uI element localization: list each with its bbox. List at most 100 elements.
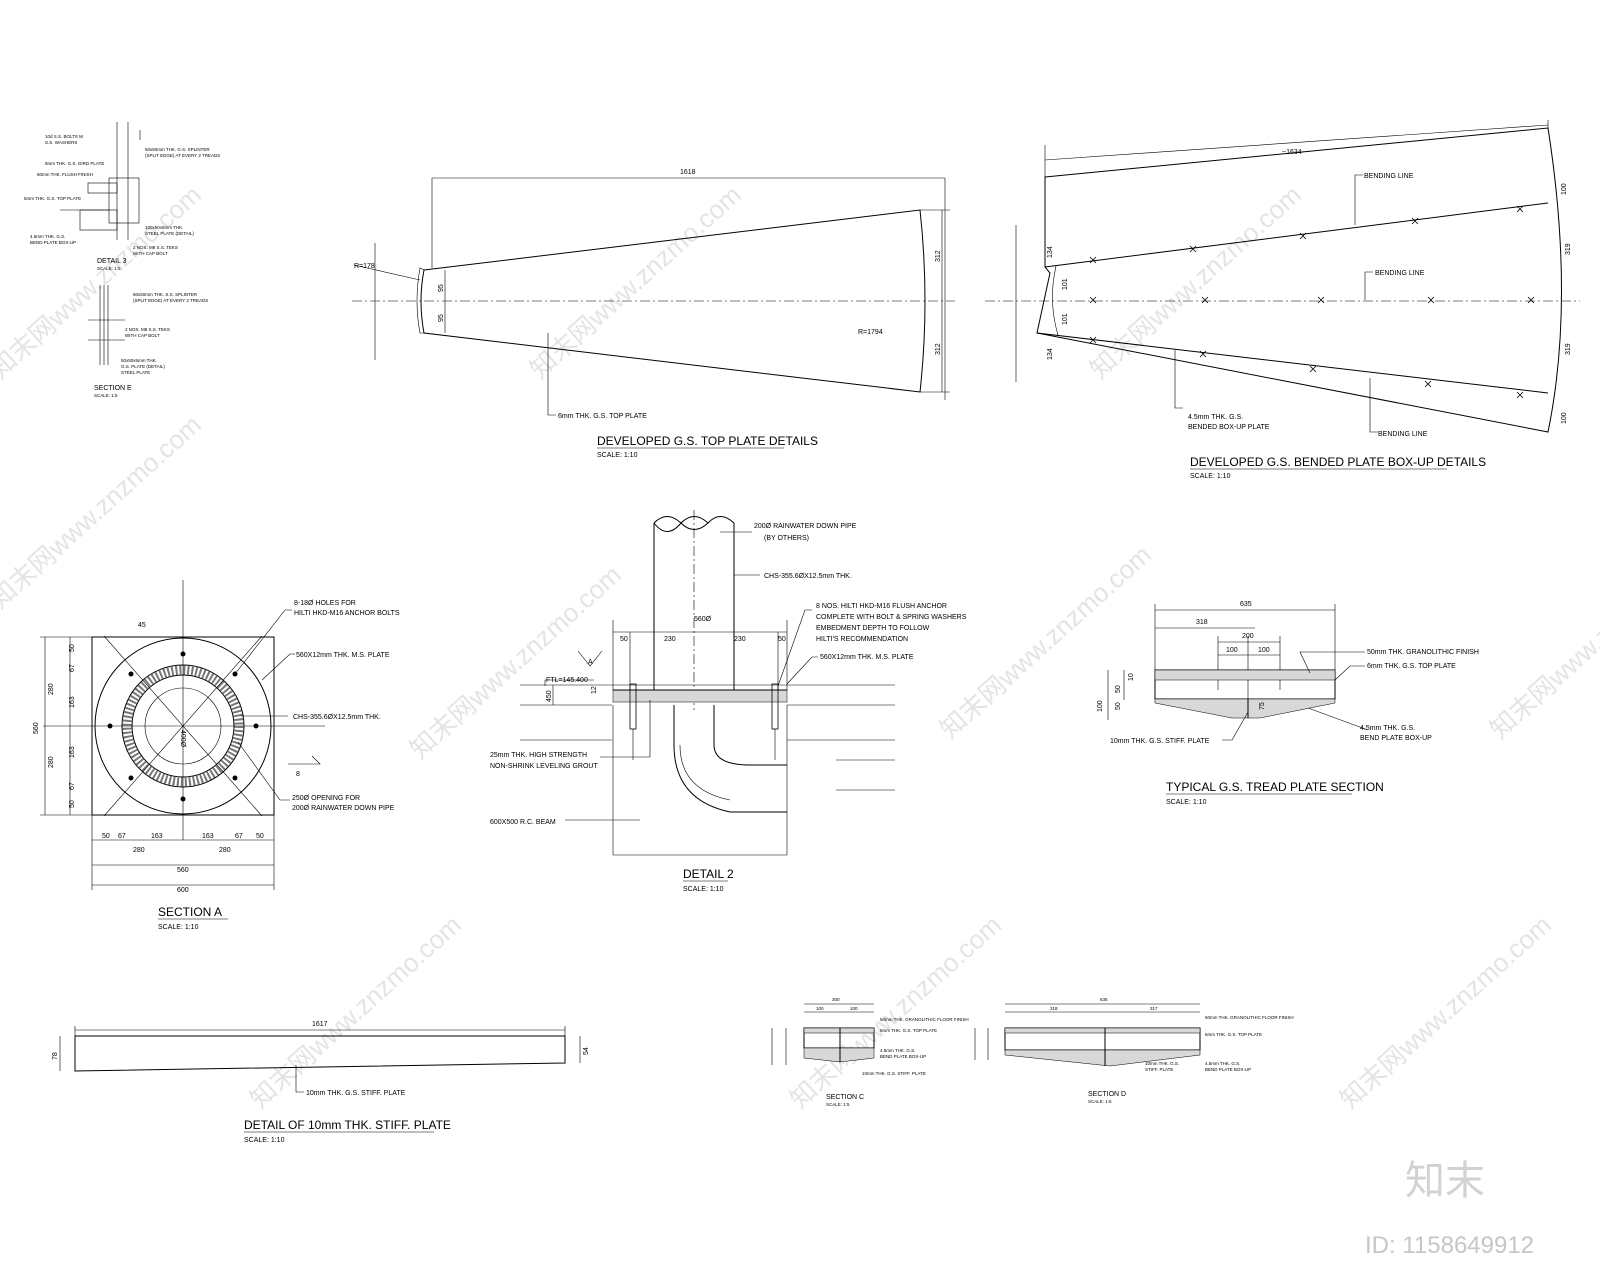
brand-logo-text: 知末 xyxy=(1405,1158,1485,1204)
tread-plate-section: 635 318 200 100 100 10 50 50 100 75 50mm… xyxy=(1097,601,1479,806)
detail2-section-mark: A xyxy=(588,659,593,666)
sectionA-note-holes: 8-18Ø HOLES FOR xyxy=(294,600,356,607)
sectionC-note: BEND PLATE BOX-UP xyxy=(880,1054,926,1059)
brand-id: ID: 1158649912 xyxy=(1365,1232,1534,1259)
detail3-scale: SCALE: 1:5 xyxy=(97,266,121,271)
detail2-scale: SCALE: 1:10 xyxy=(683,886,724,893)
sectionA-dim-bottom: 67 xyxy=(235,833,243,840)
sectionA-dim-bottom: 50 xyxy=(102,833,110,840)
detail3-note: STEEL PLATE (DETAIL) xyxy=(145,231,194,236)
watermark-text: 知末网www.znzmo.com xyxy=(244,909,467,1114)
detail2-dim: 230 xyxy=(734,636,746,643)
detail3-note: 50x50mm THK. G.S. SPLINTER xyxy=(145,147,210,152)
sectionA-dim-left: 50 xyxy=(69,800,76,808)
sectionD-scale: SCALE: 1:5 xyxy=(1088,1099,1112,1104)
detail2-dim-450: 450 xyxy=(546,690,553,702)
top-plate-detail: 1618 R=178 R=1794 95 95 312 312 6mm THK.… xyxy=(352,169,955,459)
sectionA-dim-280: 280 xyxy=(48,756,55,768)
bended-dim-length: ~1634 xyxy=(1282,149,1302,156)
detail3-note: 10d S.S. BOLTS M xyxy=(45,134,83,139)
watermark-text: 知末网www.znzmo.com xyxy=(524,179,747,384)
sectionC-note: 4.5mm THK. G.S. xyxy=(880,1048,915,1053)
bended-label: 4.5mm THK. G.S. xyxy=(1188,414,1243,421)
stiff-dim-length: 1617 xyxy=(312,1021,328,1028)
sectionC-dim: 100 xyxy=(816,1006,824,1011)
sectionA-dim-bottom: 67 xyxy=(118,833,126,840)
bended-title: DEVELOPED G.S. BENDED PLATE BOX-UP DETAI… xyxy=(1190,455,1486,469)
tread-dim-left: 50 xyxy=(1115,685,1122,693)
sectionD-note: 10mm THK. G.S. xyxy=(1145,1061,1179,1066)
bended-dim: 101 xyxy=(1062,313,1069,325)
sectionA-scale: SCALE: 1:10 xyxy=(158,924,199,931)
sectionE-note: 50x50x5mm THK. xyxy=(121,358,157,363)
tread-dim-200: 200 xyxy=(1242,633,1254,640)
sectionA-dim-left: 163 xyxy=(69,696,76,708)
detail2-dim: 50 xyxy=(778,636,786,643)
detail3-note: 8mm THK. G.S. GIRD PLATE xyxy=(45,161,104,166)
section-e: 50x50mm THK. S.S. SPLINTER (SPLIT EDGE) … xyxy=(88,285,208,398)
detail2-note-anchor: 8 NOS. HILTI HKD-M16 FLUSH ANCHOR xyxy=(816,603,947,610)
sectionE-note: (SPLIT EDGE) AT EVERY 2 TREADS xyxy=(133,298,208,303)
bended-dim: 134 xyxy=(1047,246,1054,258)
bended-dim: 319 xyxy=(1565,243,1572,255)
sectionA-angle: 45 xyxy=(138,622,146,629)
tread-dim-635: 635 xyxy=(1240,601,1252,608)
bended-dim: 134 xyxy=(1047,348,1054,360)
bended-label: BENDED BOX-UP PLATE xyxy=(1188,424,1270,431)
top-plate-dim: 312 xyxy=(935,250,942,262)
sectionA-dia: 400Ø xyxy=(179,730,186,748)
detail2-note-anchor: EMBEDMENT DEPTH TO FOLLOW xyxy=(816,625,930,632)
sectionC-dim: 100 xyxy=(850,1006,858,1011)
tread-note-finish: 50mm THK. GRANOLITHIC FINISH xyxy=(1367,649,1479,656)
bended-dim: 100 xyxy=(1561,412,1568,424)
tread-dim-318: 318 xyxy=(1196,619,1208,626)
tread-dim-left: 10 xyxy=(1128,673,1135,681)
sectionC-note: 10mm THK. G.S. STIFF. PLATE xyxy=(862,1071,926,1076)
bended-dim: 319 xyxy=(1565,343,1572,355)
watermark-text: 知末网www.znzmo.com xyxy=(934,539,1157,744)
detail2-dim: 50 xyxy=(620,636,628,643)
stiff-plate-detail: 1617 78 54 10mm THK. G.S. STIFF. PLATE D… xyxy=(52,1021,590,1144)
watermark-text: 知末网www.znzmo.com xyxy=(1484,539,1600,744)
detail3-note: S.S. WASHERS xyxy=(45,140,77,145)
watermark-text: 知末网www.znzmo.com xyxy=(0,409,207,614)
bended-plate-detail: ~1634 BENDING LINE BENDING LINE BENDING … xyxy=(985,120,1580,480)
detail3-title: DETAIL 3 xyxy=(97,258,127,265)
sectionA-dim-bottom: 163 xyxy=(202,833,214,840)
top-plate-scale: SCALE: 1:10 xyxy=(597,452,638,459)
detail3-note: 100x50x5mm THK. xyxy=(145,225,183,230)
sectionE-scale: SCALE: 1:5 xyxy=(94,393,118,398)
detail2-note-anchor: COMPLETE WITH BOLT & SPRING WASHERS xyxy=(816,614,967,621)
sectionA-note-chs: CHS-355.6ØX12.5mm THK. xyxy=(293,714,381,721)
sectionD-dim: 635 xyxy=(1100,997,1108,1002)
sectionD-dim: 317 xyxy=(1150,1006,1158,1011)
sectionA-dim-bottom280: 280 xyxy=(219,847,231,854)
tread-note-stiff: 10mm THK. G.S. STIFF. PLATE xyxy=(1110,738,1210,745)
sectionA-dim-600: 600 xyxy=(177,887,189,894)
sectionA-dim-left: 163 xyxy=(69,746,76,758)
detail2-dim-560: 560Ø xyxy=(694,616,712,623)
sectionD-note: 4.5mm THK. G.S. xyxy=(1205,1061,1240,1066)
sectionA-note-plate: 560X12mm THK. M.S. PLATE xyxy=(296,652,390,659)
sectionE-title: SECTION E xyxy=(94,385,132,392)
section-a: 400Ø 45 50 67 163 163 67 50 280 280 560 … xyxy=(33,580,400,931)
detail2-note-beam: 600X500 R.C. BEAM xyxy=(490,819,556,826)
sectionA-note-opening: 200Ø RAINWATER DOWN PIPE xyxy=(292,805,395,812)
tread-dim-left: 50 xyxy=(1115,702,1122,710)
tread-note-bend: 4.5mm THK. G.S. xyxy=(1360,725,1415,732)
watermark-text: 知末网www.znzmo.com xyxy=(1084,179,1307,384)
detail2-note-chs: CHS-355.6ØX12.5mm THK. xyxy=(764,573,852,580)
top-plate-label: 6mm THK. G.S. TOP PLATE xyxy=(558,413,647,420)
detail2-note-pipe: 200Ø RAINWATER DOWN PIPE xyxy=(754,523,857,530)
sectionD-dim: 318 xyxy=(1050,1006,1058,1011)
detail3-note: 2 NOS. M8 S.S. TEKS xyxy=(133,245,178,250)
watermark-text: 知末网www.znzmo.com xyxy=(1334,909,1557,1114)
bending-line-label: BENDING LINE xyxy=(1378,431,1428,438)
sectionD-note: 50mm THK. GRANOLITHIC FLOOR FINISH xyxy=(1205,1015,1294,1020)
top-plate-r-inner: R=178 xyxy=(354,263,375,270)
top-plate-dim: 95 xyxy=(438,314,445,322)
top-plate-r-outer: R=1794 xyxy=(858,329,883,336)
detail2-dim-12: 12 xyxy=(591,686,598,694)
detail-2: 560Ø 50 230 230 50 A FTL=145.400 450 12 … xyxy=(490,510,967,893)
